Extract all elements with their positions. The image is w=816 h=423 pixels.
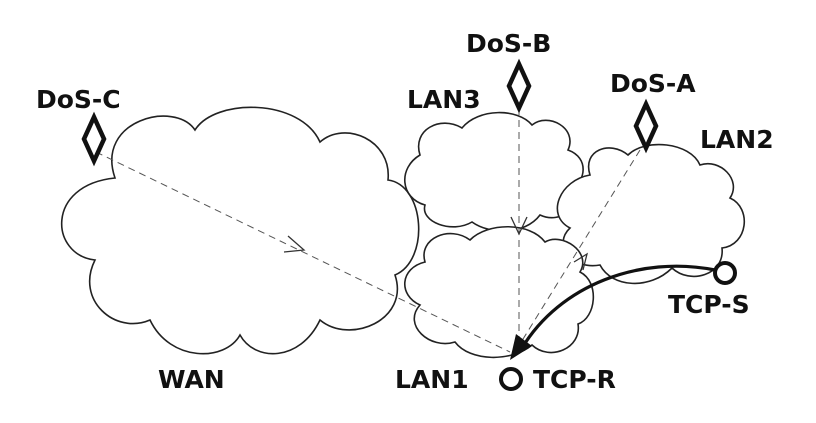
- dos-b-diamond-icon: [506, 58, 532, 114]
- lan3-cloud: [404, 111, 584, 232]
- dos-a-label: DoS-A: [610, 69, 696, 98]
- dos-b-arrowhead: [510, 216, 528, 236]
- dos-c-diamond-icon: [81, 111, 107, 167]
- wan-cloud: [61, 106, 420, 355]
- dos-b-label: DoS-B: [466, 29, 551, 58]
- tcp-receiver-node: [499, 367, 523, 391]
- tcp-sender-label: TCP-S: [668, 290, 750, 319]
- lan1-cloud: [404, 225, 595, 359]
- tcp-flow-curve: [520, 264, 716, 349]
- wan-label: WAN: [158, 365, 225, 394]
- dos-c-arrowhead: [283, 235, 306, 253]
- dos-a-attack-line: [514, 149, 641, 353]
- tcp-flow-arrowhead: [510, 334, 532, 360]
- dos-a-arrowhead: [573, 252, 589, 271]
- tcp-sender-node: [713, 261, 737, 285]
- dos-a-diamond-icon: [633, 98, 659, 154]
- dos-c-label: DoS-C: [36, 85, 121, 114]
- lan2-label: LAN2: [700, 125, 774, 154]
- lan3-label: LAN3: [407, 85, 481, 114]
- tcp-receiver-label: TCP-R: [533, 365, 616, 394]
- dos-c-attack-line: [95, 151, 511, 353]
- lan1-label: LAN1: [395, 365, 469, 394]
